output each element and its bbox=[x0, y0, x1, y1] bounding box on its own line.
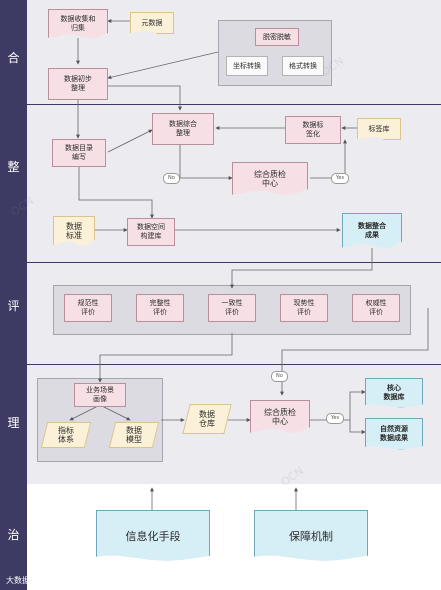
li-yes-label: Yes bbox=[326, 413, 345, 424]
spatial-library-node: 数据空间 构建库 bbox=[127, 218, 175, 246]
section-label-li: 理 bbox=[7, 416, 20, 430]
section-label-he: 合 bbox=[7, 51, 20, 65]
coord-conversion-node: 坐标转换 bbox=[226, 56, 268, 76]
desensitize-node: 脱密脱敏 bbox=[255, 28, 299, 46]
data-tagging-node: 数据标 签化 bbox=[285, 116, 341, 144]
eval-standard-node: 规范性 评价 bbox=[64, 294, 112, 322]
core-database-node: 核心 数据库 bbox=[365, 378, 423, 408]
sidebar bbox=[0, 0, 27, 590]
indicator-system-label: 指标 体系 bbox=[58, 426, 74, 444]
section-label-zhi: 治 bbox=[7, 528, 20, 542]
scene-portrait-node: 业务场景 画像 bbox=[74, 383, 126, 407]
data-model-label: 数据 模型 bbox=[126, 426, 142, 444]
footer-logo: 大数据 bbox=[6, 576, 30, 585]
data-integrate-node: 数据综合 整理 bbox=[152, 113, 214, 145]
tag-library-node: 标签库 bbox=[357, 118, 401, 140]
indicator-system-node: 指标 体系 bbox=[40, 422, 92, 448]
metadata-node: 元数据 bbox=[130, 12, 174, 34]
data-warehouse-label: 数据 仓库 bbox=[199, 410, 215, 428]
band-separator bbox=[27, 262, 441, 263]
section-label-zheng: 整 bbox=[7, 160, 20, 174]
eval-complete-node: 完整性 评价 bbox=[136, 294, 184, 322]
data-warehouse-node: 数据 仓库 bbox=[182, 404, 232, 434]
eval-authority-node: 权威性 评价 bbox=[352, 294, 400, 322]
quality-center-node: 综合质检 中心 bbox=[232, 162, 308, 195]
guarantee-mechanism-node: 保障机制 bbox=[254, 510, 368, 561]
initial-organize-node: 数据初步 整理 bbox=[48, 68, 108, 100]
informatization-means-node: 信息化手段 bbox=[96, 510, 210, 561]
eval-currency-node: 现势性 评价 bbox=[280, 294, 328, 322]
eval-consistency-node: 一致性 评价 bbox=[208, 294, 256, 322]
data-collection-node: 数据收集和 归集 bbox=[48, 9, 108, 39]
band-separator bbox=[27, 364, 441, 365]
band-separator bbox=[27, 104, 441, 105]
yes-label: Yes bbox=[331, 173, 350, 184]
data-model-node: 数据 模型 bbox=[108, 422, 160, 448]
li-quality-center-node: 综合质检 中心 bbox=[250, 400, 310, 433]
no-label: No bbox=[163, 173, 180, 184]
format-conversion-node: 格式转换 bbox=[282, 56, 324, 76]
integration-result-node: 数据整合 成果 bbox=[342, 213, 402, 248]
data-standard-node: 数据 标准 bbox=[53, 216, 95, 246]
data-catalog-node: 数据目录 编写 bbox=[52, 139, 106, 167]
natural-resources-result-node: 自然资源 数据成果 bbox=[365, 418, 423, 450]
section-label-ping: 评 bbox=[7, 299, 20, 313]
li-no-label: No bbox=[271, 371, 288, 382]
